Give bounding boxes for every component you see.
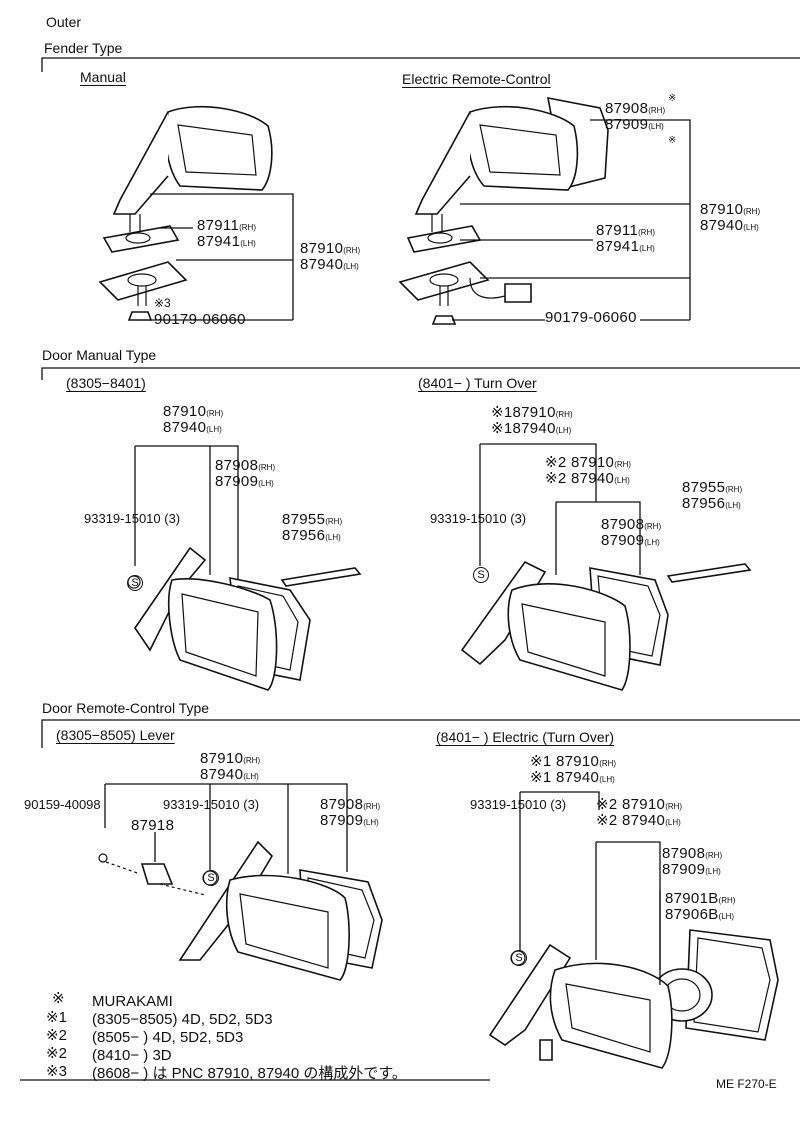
part-label: 87911(RH) xyxy=(596,222,655,239)
part-label: ※2 87910(RH) xyxy=(596,796,683,813)
door-manual-left-leaders xyxy=(134,445,239,580)
fender-manual-leaders xyxy=(150,193,294,321)
part-label: 87908(RH) xyxy=(662,845,723,862)
part-label: ※187910(RH) xyxy=(491,404,573,421)
part-label: ※1 87910(RH) xyxy=(530,753,617,770)
fender-electric-mirror-drawing xyxy=(398,96,609,325)
heading-door-remote-type: Door Remote-Control Type xyxy=(42,700,210,716)
door-manual-right-drawing xyxy=(460,560,752,691)
part-label: ※1 87940(LH) xyxy=(530,769,615,786)
part-label: 93319-15010 (3) xyxy=(84,511,181,526)
footnote-text: MURAKAMI xyxy=(92,993,173,1010)
part-label: 87910(RH) xyxy=(700,201,761,218)
door-remote-lever-drawing xyxy=(98,840,383,981)
part-label: 87909(LH) xyxy=(605,116,664,133)
heading-electric-remote: Electric Remote-Control xyxy=(402,71,551,87)
part-label: 87910(RH) xyxy=(163,403,224,420)
part-label: ※2 87940(LH) xyxy=(545,470,630,487)
part-label: 87955(RH) xyxy=(282,511,343,528)
heading-dr-right: (8401− ) Electric (Turn Over) xyxy=(436,729,615,745)
part-label: 93319-15010 (3) xyxy=(470,797,567,812)
part-label: 87908(RH) xyxy=(320,796,381,813)
heading-dr-left: (8305−8505) Lever xyxy=(56,727,175,743)
door-manual-left-drawing xyxy=(127,546,362,691)
part-label: 87955(RH) xyxy=(682,479,743,496)
note-mark: ※ xyxy=(668,93,677,104)
part-label: 87908(RH) xyxy=(601,516,662,533)
heading-dm-right: (8401− ) Turn Over xyxy=(418,375,537,391)
part-label: 87909(LH) xyxy=(601,532,660,549)
part-label: 87910(RH) xyxy=(300,240,361,257)
part-label: 87901B(RH) xyxy=(665,890,736,907)
heading-manual: Manual xyxy=(80,69,126,85)
part-label: 87911(RH) xyxy=(197,217,256,234)
part-label: 87956(LH) xyxy=(682,495,741,512)
note-mark: ※ xyxy=(668,135,677,146)
fender-electric-leaders xyxy=(452,119,691,321)
screw-symbol: S xyxy=(473,567,489,583)
part-label: 87910(RH) xyxy=(200,750,261,767)
part-label: 87906B(LH) xyxy=(665,906,735,923)
part-label: 93319-15010 (3) xyxy=(430,511,527,526)
part-label: 87909(LH) xyxy=(215,473,274,490)
part-label: 90159-40098 xyxy=(24,797,101,812)
door-remote-electric-drawing xyxy=(488,929,779,1069)
part-label: 87909(LH) xyxy=(662,861,721,878)
part-label: 87940(LH) xyxy=(300,256,359,273)
door-manual-right-leaders xyxy=(479,443,641,575)
footnote-text: (8305−8505) 4D, 5D2, 5D3 xyxy=(92,1011,273,1028)
part-label: 87956(LH) xyxy=(282,527,341,544)
footnote-text: (8608− ) は PNC 87910, 87940 の構成外です。 xyxy=(92,1065,407,1082)
door-remote-electric-leaders xyxy=(519,791,661,985)
screw-symbol: S xyxy=(127,575,143,591)
part-label: ※2 87940(LH) xyxy=(596,812,681,829)
footnote-text: (8505− ) 4D, 5D2, 5D3 xyxy=(92,1029,244,1046)
part-label: 87940(LH) xyxy=(200,766,259,783)
part-label: 87940(LH) xyxy=(163,419,222,436)
part-label: 87941(LH) xyxy=(596,238,655,255)
part-label: 87941(LH) xyxy=(197,233,256,250)
footnote-mark: ※ xyxy=(52,990,65,1007)
door-remote-lever-leaders xyxy=(104,783,348,874)
part-label: 87940(LH) xyxy=(700,217,759,234)
part-label: 90179-06060 xyxy=(545,309,637,326)
part-label: 87909(LH) xyxy=(320,812,379,829)
footnote-mark: ※3 xyxy=(46,1063,67,1080)
screw-symbol: S xyxy=(203,870,219,886)
note-mark: ※3 xyxy=(154,296,171,310)
part-label: 93319-15010 (3) xyxy=(163,797,260,812)
heading-dm-left: (8305−8401) xyxy=(66,375,146,391)
footnote-mark: ※2 xyxy=(46,1027,67,1044)
heading-door-manual-type: Door Manual Type xyxy=(42,347,157,363)
heading-outer: Outer xyxy=(46,14,82,30)
heading-fender-type: Fender Type xyxy=(44,40,123,56)
part-label: ※187940(LH) xyxy=(491,420,572,437)
footnote-text: (8410− ) 3D xyxy=(92,1047,172,1064)
screw-symbol: S xyxy=(511,950,527,966)
section-brackets xyxy=(20,57,800,1081)
part-label: 87908(RH) xyxy=(215,457,276,474)
fender-manual-mirror-drawing xyxy=(98,105,273,321)
part-label: 90179-06060 xyxy=(154,311,246,328)
part-label: ※2 87910(RH) xyxy=(545,454,632,471)
part-label: 87908(RH) xyxy=(605,100,666,117)
footnote-mark: ※1 xyxy=(46,1009,67,1026)
figure-code: ME F270-E xyxy=(716,1077,777,1091)
part-label: 87918 xyxy=(131,817,175,834)
footnote-mark: ※2 xyxy=(46,1045,67,1062)
